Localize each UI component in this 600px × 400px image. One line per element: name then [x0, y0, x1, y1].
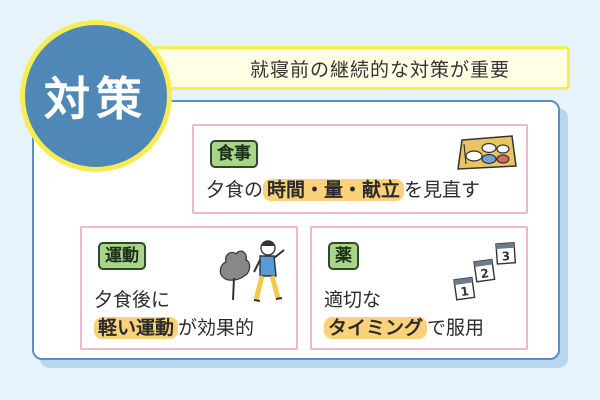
calendar-steps-icon: 1 2 3: [453, 241, 517, 301]
exercise-highlight: 軽い運動: [94, 317, 179, 339]
meal-tray-icon: [457, 135, 517, 170]
calendar-number-3: 3: [501, 249, 510, 264]
header-banner: 就寝前の継続的な対策が重要: [150, 46, 570, 90]
calendar-number-1: 1: [460, 284, 470, 299]
medicine-highlight: タイミング: [324, 317, 428, 339]
banner-text: 就寝前の継続的な対策が重要: [249, 58, 510, 81]
walking-person-icon: [219, 240, 285, 302]
food-line: 夕食の時間・量・献立を見直す: [206, 176, 480, 204]
calendar-number-2: 2: [480, 266, 490, 281]
title-circle: 対策: [20, 20, 172, 172]
food-line-pre: 夕食の: [206, 179, 264, 201]
tag-exercise: 運動: [98, 242, 146, 270]
medicine-line-2: タイミングで服用: [324, 314, 484, 342]
card-exercise: 運動 夕食後に 軽い運動が効果的: [80, 226, 298, 350]
tag-food: 食事: [210, 140, 258, 168]
food-highlight: 時間・量・献立: [263, 179, 405, 201]
card-medicine: 薬 適切な タイミングで服用 1 2 3: [310, 226, 528, 350]
exercise-line-1: 夕食後に: [94, 289, 171, 311]
exercise-line-2: 軽い運動が効果的: [94, 314, 254, 342]
card-food: 食事 夕食の時間・量・献立を見直す: [192, 124, 528, 214]
title-text: 対策: [44, 72, 148, 126]
medicine-line-1: 適切な: [324, 289, 382, 311]
tag-medicine: 薬: [328, 242, 359, 270]
exercise-line-post: が効果的: [178, 317, 255, 339]
food-line-post: を見直す: [404, 179, 481, 201]
medicine-line-post: で服用: [427, 317, 485, 339]
